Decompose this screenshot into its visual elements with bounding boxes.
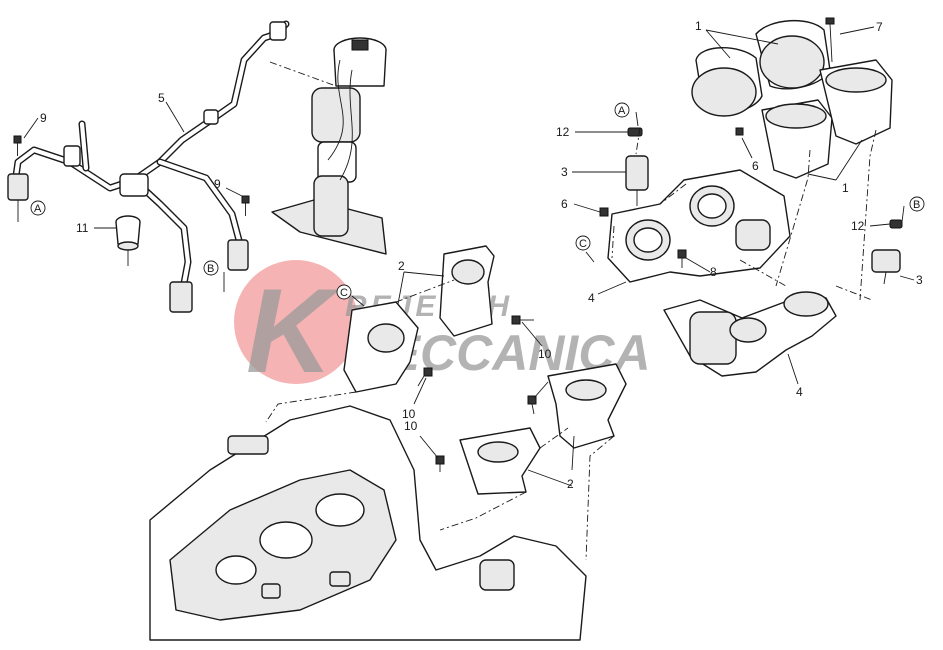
injector-3-right [871,219,903,285]
manifold-2-mid [547,363,627,449]
callout-1-bottom: 1 [842,181,849,195]
svg-text:A: A [618,105,626,117]
screw-10-a [511,315,534,325]
connector-b-right: B [901,196,925,223]
connector-c-right: C [575,235,595,263]
callout-4-left: 4 [588,291,595,305]
svg-text:C: C [579,238,587,250]
callout-4-right: 4 [796,385,803,399]
throttle-body-upper [607,169,791,283]
svg-text:A: A [34,203,42,215]
callout-12-right: 12 [851,219,865,233]
bolt-7 [825,17,835,63]
manifold-2-left [343,301,419,393]
assembly-lines [265,61,877,561]
callout-5: 5 [158,91,165,105]
callout-7: 7 [876,20,883,34]
callout-2-lower: 2 [567,477,574,491]
manifold-2-low [459,427,541,495]
screw-9-right [241,195,250,216]
callout-10-b: 10 [402,407,416,421]
fuel-hose-assembly [7,20,290,313]
callout-12-left: 12 [556,125,570,139]
callout-11: 11 [76,221,89,235]
fuel-pump-assembly [271,37,387,255]
callout-3-left: 3 [561,165,568,179]
callout-6-upper: 6 [752,159,759,173]
velocity-stacks [691,20,893,179]
throttle-body-lower [663,291,837,377]
callout-8: 8 [710,265,717,279]
connector-a-right: A [614,102,639,127]
callout-3-right: 3 [916,273,923,287]
callout-9-right: 9 [214,177,221,191]
screw-10-c [527,395,537,415]
screw-9-left [13,135,22,156]
svg-text:C: C [340,287,348,299]
connector-b-left: B [203,260,225,292]
svg-text:B: B [913,199,920,211]
injector-3-upper [625,127,649,206]
callout-2-upper: 2 [398,259,405,273]
connector-a-left: A [17,200,46,222]
callout-10-a: 10 [538,347,552,361]
callout-labels: 1 1 7 6 6 12 12 3 3 8 4 4 5 9 [23,19,923,491]
screw-6-lower [599,207,609,217]
screw-10-d [435,455,445,472]
engine-cylinder-heads [149,405,587,641]
svg-text:B: B [207,263,214,275]
connector-c-left: C [336,284,365,307]
callout-6-lower: 6 [561,197,568,211]
pressure-regulator [115,215,141,266]
callout-10-c: 10 [404,419,418,433]
watermark-letter: K [246,264,340,398]
manifold-2-top [439,245,495,337]
screw-10-b [417,367,433,387]
watermark-circle [234,260,358,384]
screw-6-upper [735,127,744,136]
callout-1-top: 1 [695,19,702,33]
callout-9-left: 9 [40,111,47,125]
screw-8 [677,249,687,268]
